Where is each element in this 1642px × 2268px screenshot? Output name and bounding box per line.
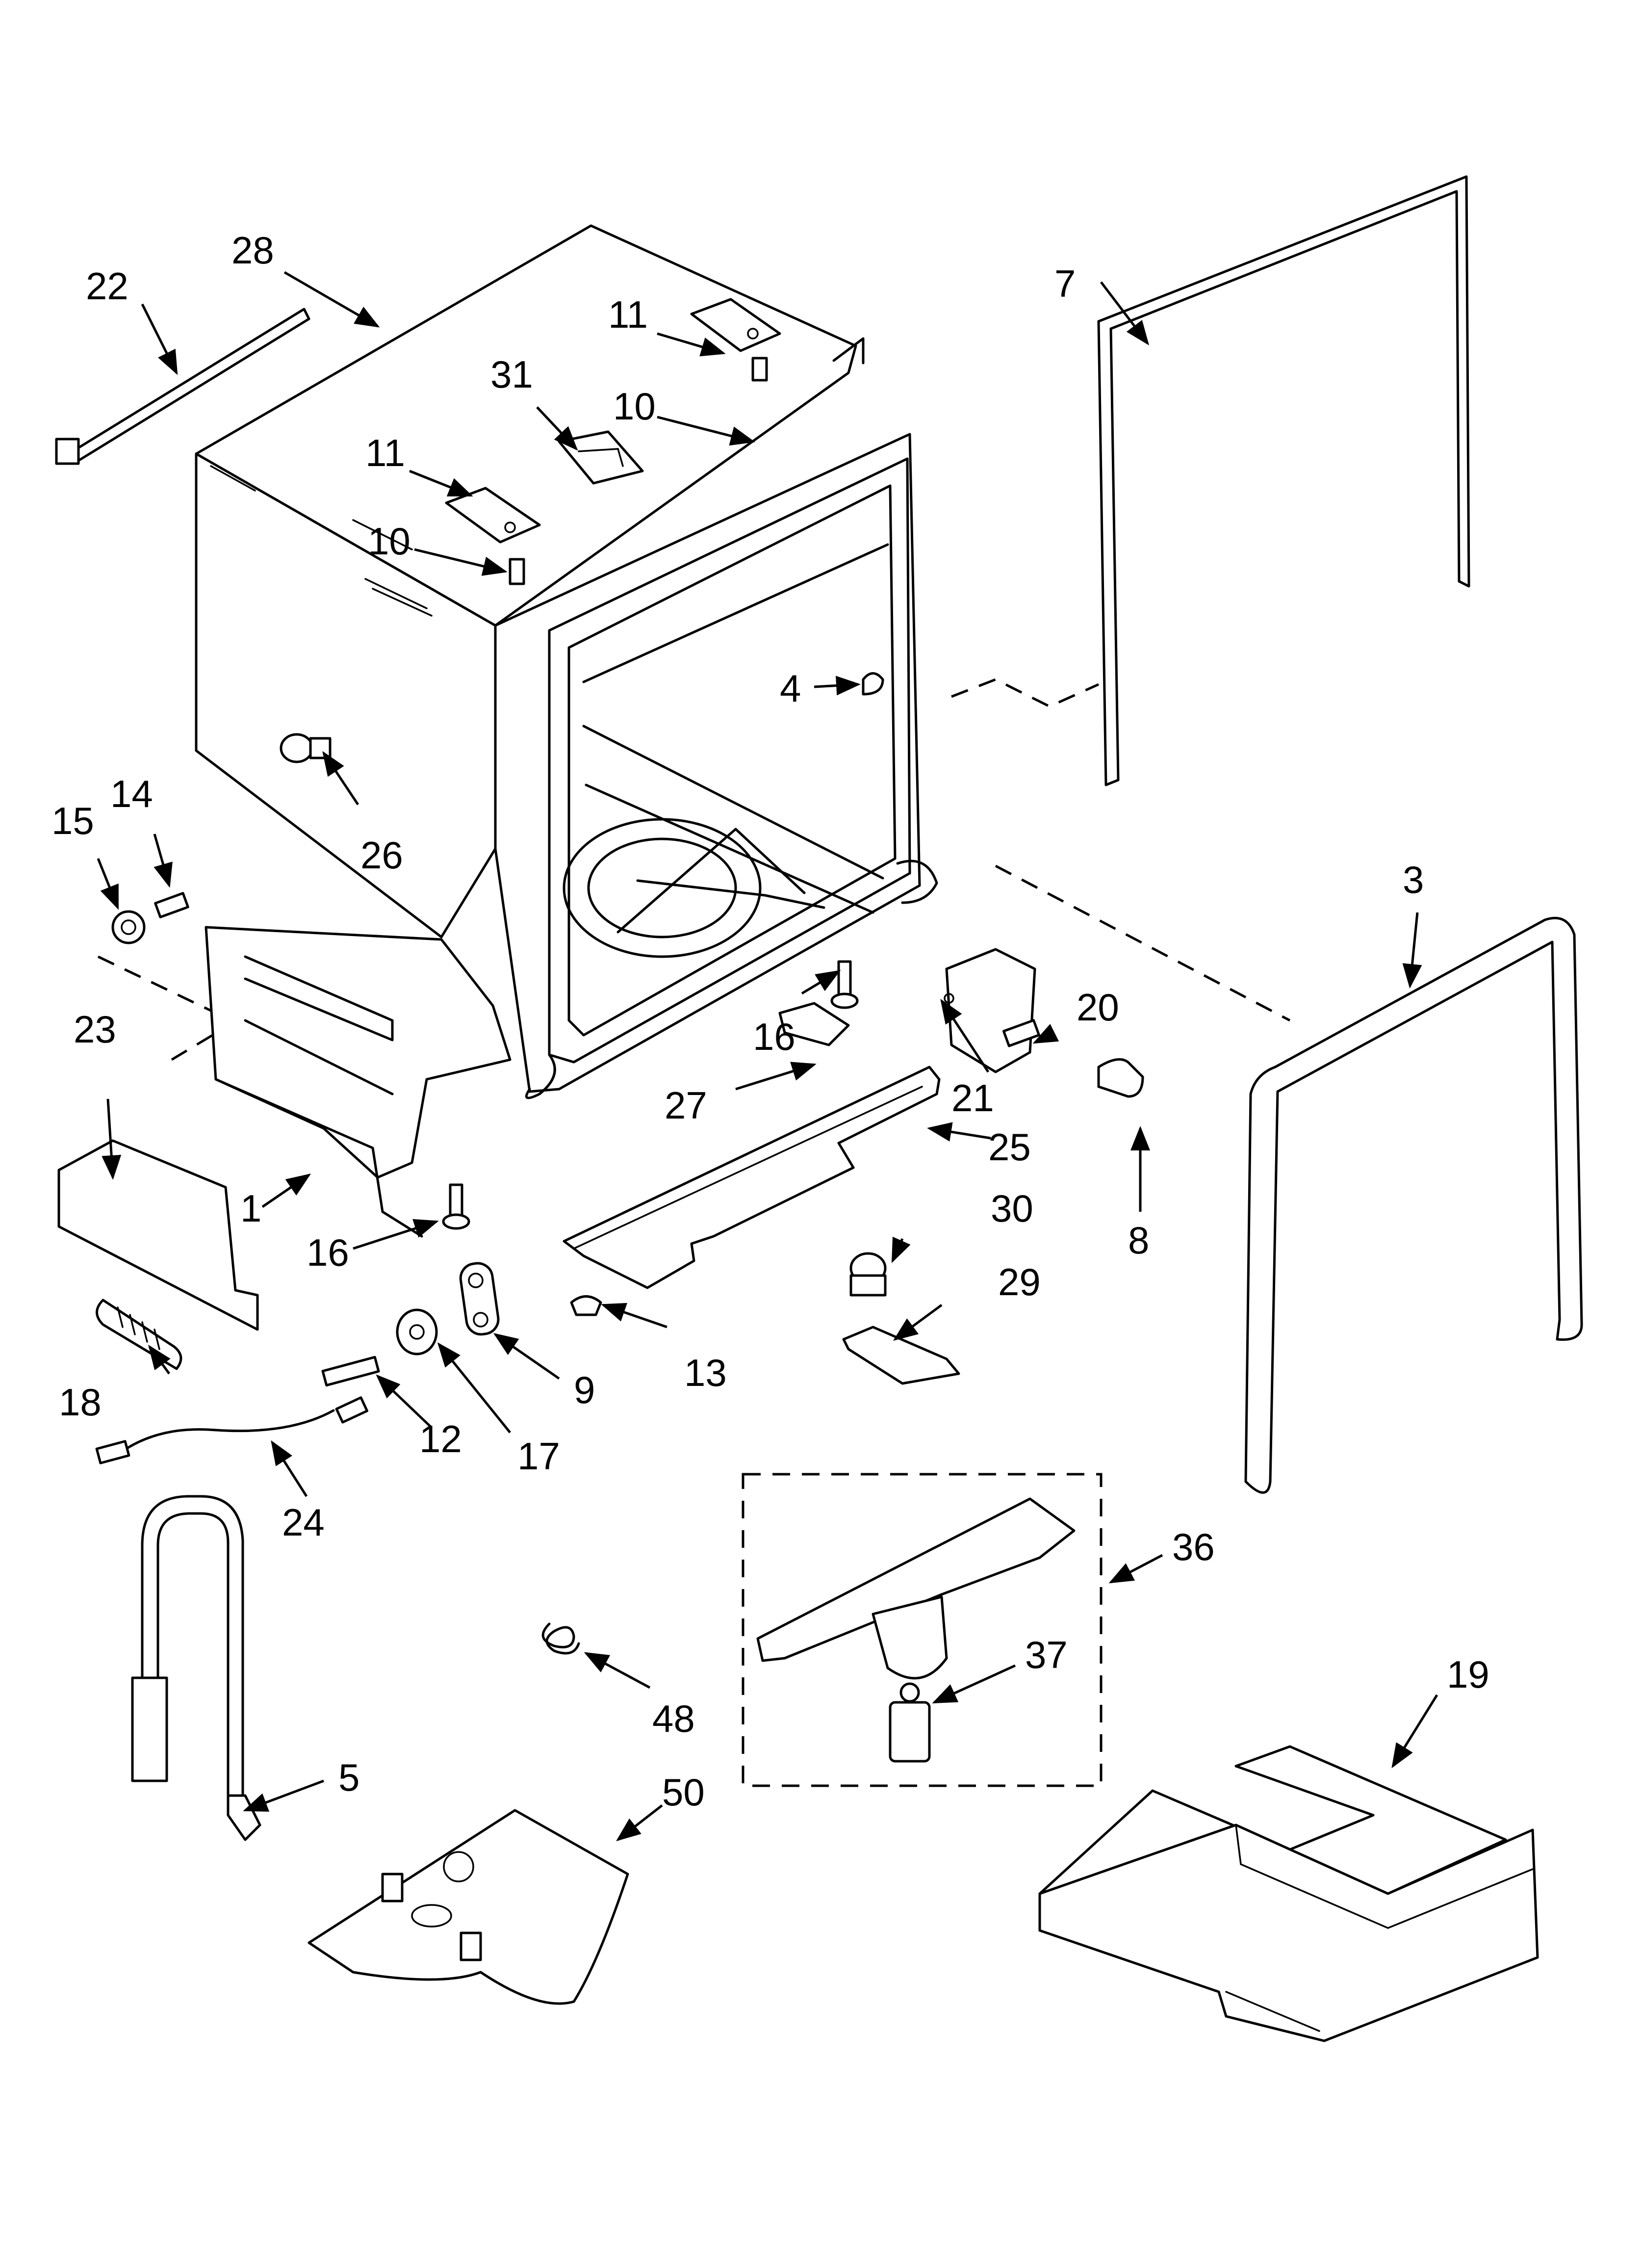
label-9: 9 — [574, 1368, 595, 1411]
label-48: 48 — [652, 1697, 695, 1740]
plug-4 — [862, 672, 884, 696]
label-16-lower: 16 — [307, 1231, 349, 1274]
label-3: 3 — [1403, 858, 1424, 901]
panel-23 — [57, 1139, 259, 1331]
label-4: 4 — [780, 667, 801, 710]
label-28: 28 — [231, 229, 274, 272]
label-30: 30 — [991, 1187, 1033, 1230]
sensor-30 — [849, 1252, 887, 1297]
hinge-bracket-lower — [445, 487, 541, 585]
ground-wire-24 — [95, 1396, 369, 1464]
door-gasket-7 — [1097, 175, 1470, 786]
leveling-leg-14 — [154, 892, 189, 918]
label-31: 31 — [490, 353, 533, 396]
part-labels: 28 22 11 10 31 11 10 7 4 26 15 14 3 16 2… — [51, 229, 1489, 1814]
bottom-seal-3 — [1244, 916, 1583, 1494]
label-26: 26 — [360, 834, 403, 877]
label-11-lower: 11 — [365, 431, 405, 474]
label-24: 24 — [282, 1501, 325, 1544]
label-17: 17 — [517, 1434, 560, 1478]
parts-bag-50 — [308, 1809, 629, 2005]
bracket-21 — [944, 948, 1036, 1073]
pad-19 — [1038, 1745, 1539, 2042]
label-27: 27 — [665, 1084, 707, 1127]
plug-13 — [570, 1295, 602, 1316]
label-7: 7 — [1054, 262, 1076, 305]
label-13: 13 — [684, 1351, 727, 1394]
label-36: 36 — [1172, 1525, 1215, 1568]
label-11-upper: 11 — [608, 293, 648, 336]
label-1: 1 — [240, 1187, 261, 1230]
nut-15 — [111, 910, 146, 944]
label-21: 21 — [951, 1076, 994, 1120]
label-15: 15 — [51, 799, 94, 842]
bracket-29 — [842, 1326, 960, 1385]
plug-26 — [280, 733, 332, 763]
label-8: 8 — [1128, 1219, 1149, 1262]
label-22: 22 — [86, 264, 128, 308]
label-20: 20 — [1077, 986, 1119, 1029]
spring-48 — [541, 1622, 580, 1655]
label-37: 37 — [1025, 1633, 1068, 1676]
bracket-9 — [459, 1262, 500, 1336]
label-5: 5 — [338, 1756, 359, 1799]
hinge-bracket-upper — [690, 298, 781, 382]
label-10-lower: 10 — [368, 520, 410, 563]
washer-17 — [396, 1308, 438, 1356]
clip-27 — [778, 1002, 850, 1046]
label-29: 29 — [998, 1260, 1041, 1303]
label-10-upper: 10 — [613, 385, 656, 428]
clip-8 — [1097, 1058, 1144, 1098]
label-50: 50 — [662, 1771, 705, 1814]
hose-5 — [131, 1495, 261, 1841]
clip-31 — [558, 430, 644, 485]
tub-assembly — [195, 224, 938, 1238]
label-12: 12 — [419, 1417, 462, 1460]
foot-16-lower — [442, 1183, 470, 1230]
part-37 — [889, 1682, 931, 1763]
label-14: 14 — [110, 772, 153, 815]
label-23: 23 — [74, 1008, 116, 1051]
screw-12 — [321, 1356, 380, 1387]
assembly-36 — [742, 1473, 1103, 1787]
cable-tie-22 — [55, 308, 310, 465]
label-18: 18 — [59, 1381, 102, 1424]
label-16-upper: 16 — [753, 1015, 795, 1058]
foot-16-upper — [830, 960, 859, 1009]
leader-lines — [97, 271, 1438, 1842]
plate-25 — [563, 1066, 941, 1289]
spring-18 — [96, 1299, 182, 1370]
label-19: 19 — [1447, 1653, 1489, 1696]
label-25: 25 — [988, 1125, 1031, 1169]
